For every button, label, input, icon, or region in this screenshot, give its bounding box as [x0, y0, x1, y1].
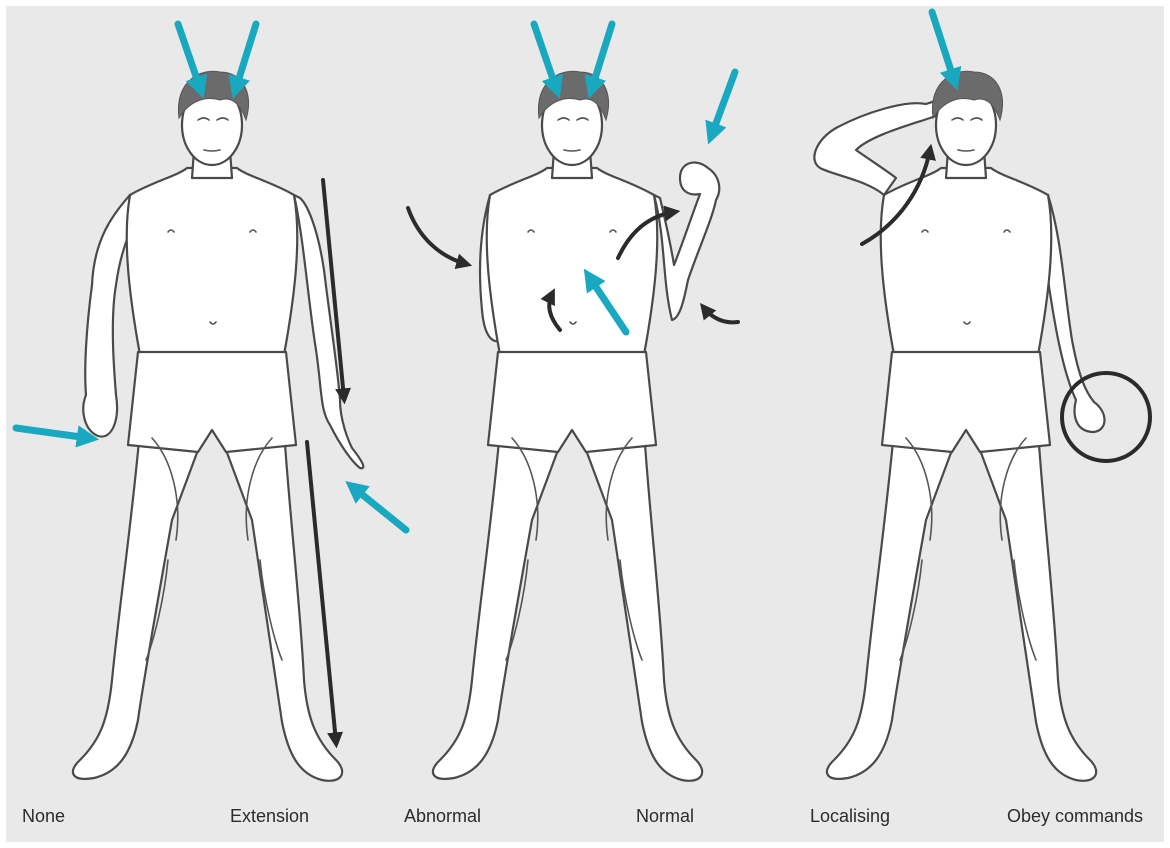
label-extension: Extension: [230, 806, 309, 827]
label-abnormal: Abnormal: [404, 806, 481, 827]
label-normal: Normal: [636, 806, 694, 827]
figure-none-extension: [73, 71, 363, 781]
label-none: None: [22, 806, 65, 827]
label-obey-commands: Obey commands: [1007, 806, 1143, 827]
figure-abnormal-normal: [433, 71, 719, 781]
label-localising: Localising: [810, 806, 890, 827]
stimulus-arrows-figure-3: [932, 12, 954, 80]
